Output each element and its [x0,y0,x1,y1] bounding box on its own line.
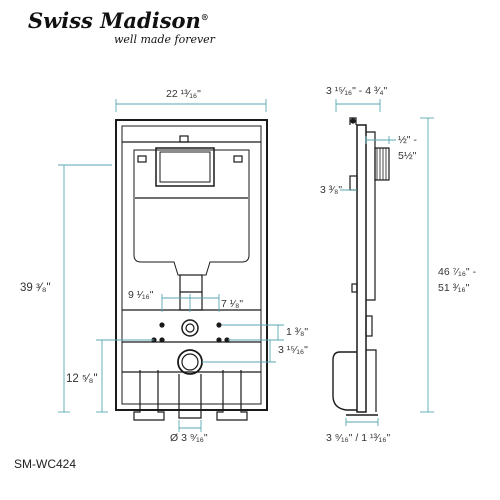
bolt-hole [216,337,222,343]
dim-overall-height: 39 ³⁄₈" [20,282,51,294]
bolt-hole [159,337,165,343]
dim-bolt-upper: 1 ³⁄₈" [286,326,309,338]
brand-logo: Swiss Madison® well made forever [28,8,218,48]
dim-bolt-lower: 3 ¹⁵⁄₁₆" [278,344,308,356]
dim-side-height-bottom: 51 ³⁄₁₆" [438,282,470,294]
side-frame [356,124,367,413]
side-outlet-bend [332,351,357,411]
right-leg [216,370,248,421]
dim-frame-width: 22 ¹³⁄₁₆" [166,88,201,100]
brand-name: Swiss Madison® [28,8,209,33]
dim-outlet-height: 12 ⁵⁄₈" [66,373,98,385]
inlet-connection [181,319,199,337]
dim-pipe-diameter: Ø 3 ⁹⁄₁₆" [170,432,208,444]
front-frame-inner [121,125,262,405]
brand-tagline: well made forever [114,33,215,46]
model-number: SM-WC424 [14,457,77,471]
threaded-connector [374,147,390,181]
dim-bracket-offset: 3 ³⁄₈" [320,184,343,196]
left-leg [133,370,165,421]
bolt-hole [216,322,222,328]
front-view [115,119,268,421]
cistern-tank [133,149,250,276]
dim-flange-right: 7 ¹⁄₈" [221,298,244,310]
dim-flange-left: 9 ¹⁄₁₆" [128,289,154,301]
dim-wall-top: ½" - [398,134,417,146]
dim-base-depth: 3 ⁹⁄₁₆" / 1 ¹³⁄₁₆" [326,432,391,444]
bolt-hole [159,322,165,328]
side-tank [366,131,376,301]
dim-depth-range: 3 ¹⁵⁄₁₆" - 4 ³⁄₄" [326,85,388,97]
dim-wall-bottom: 5½" [398,150,417,162]
front-frame-outer [115,119,268,411]
dim-side-height-top: 46 ⁷⁄₁₆" - [438,266,477,278]
side-view [332,117,390,416]
flush-opening [155,147,215,187]
dimension-lines [58,99,434,432]
